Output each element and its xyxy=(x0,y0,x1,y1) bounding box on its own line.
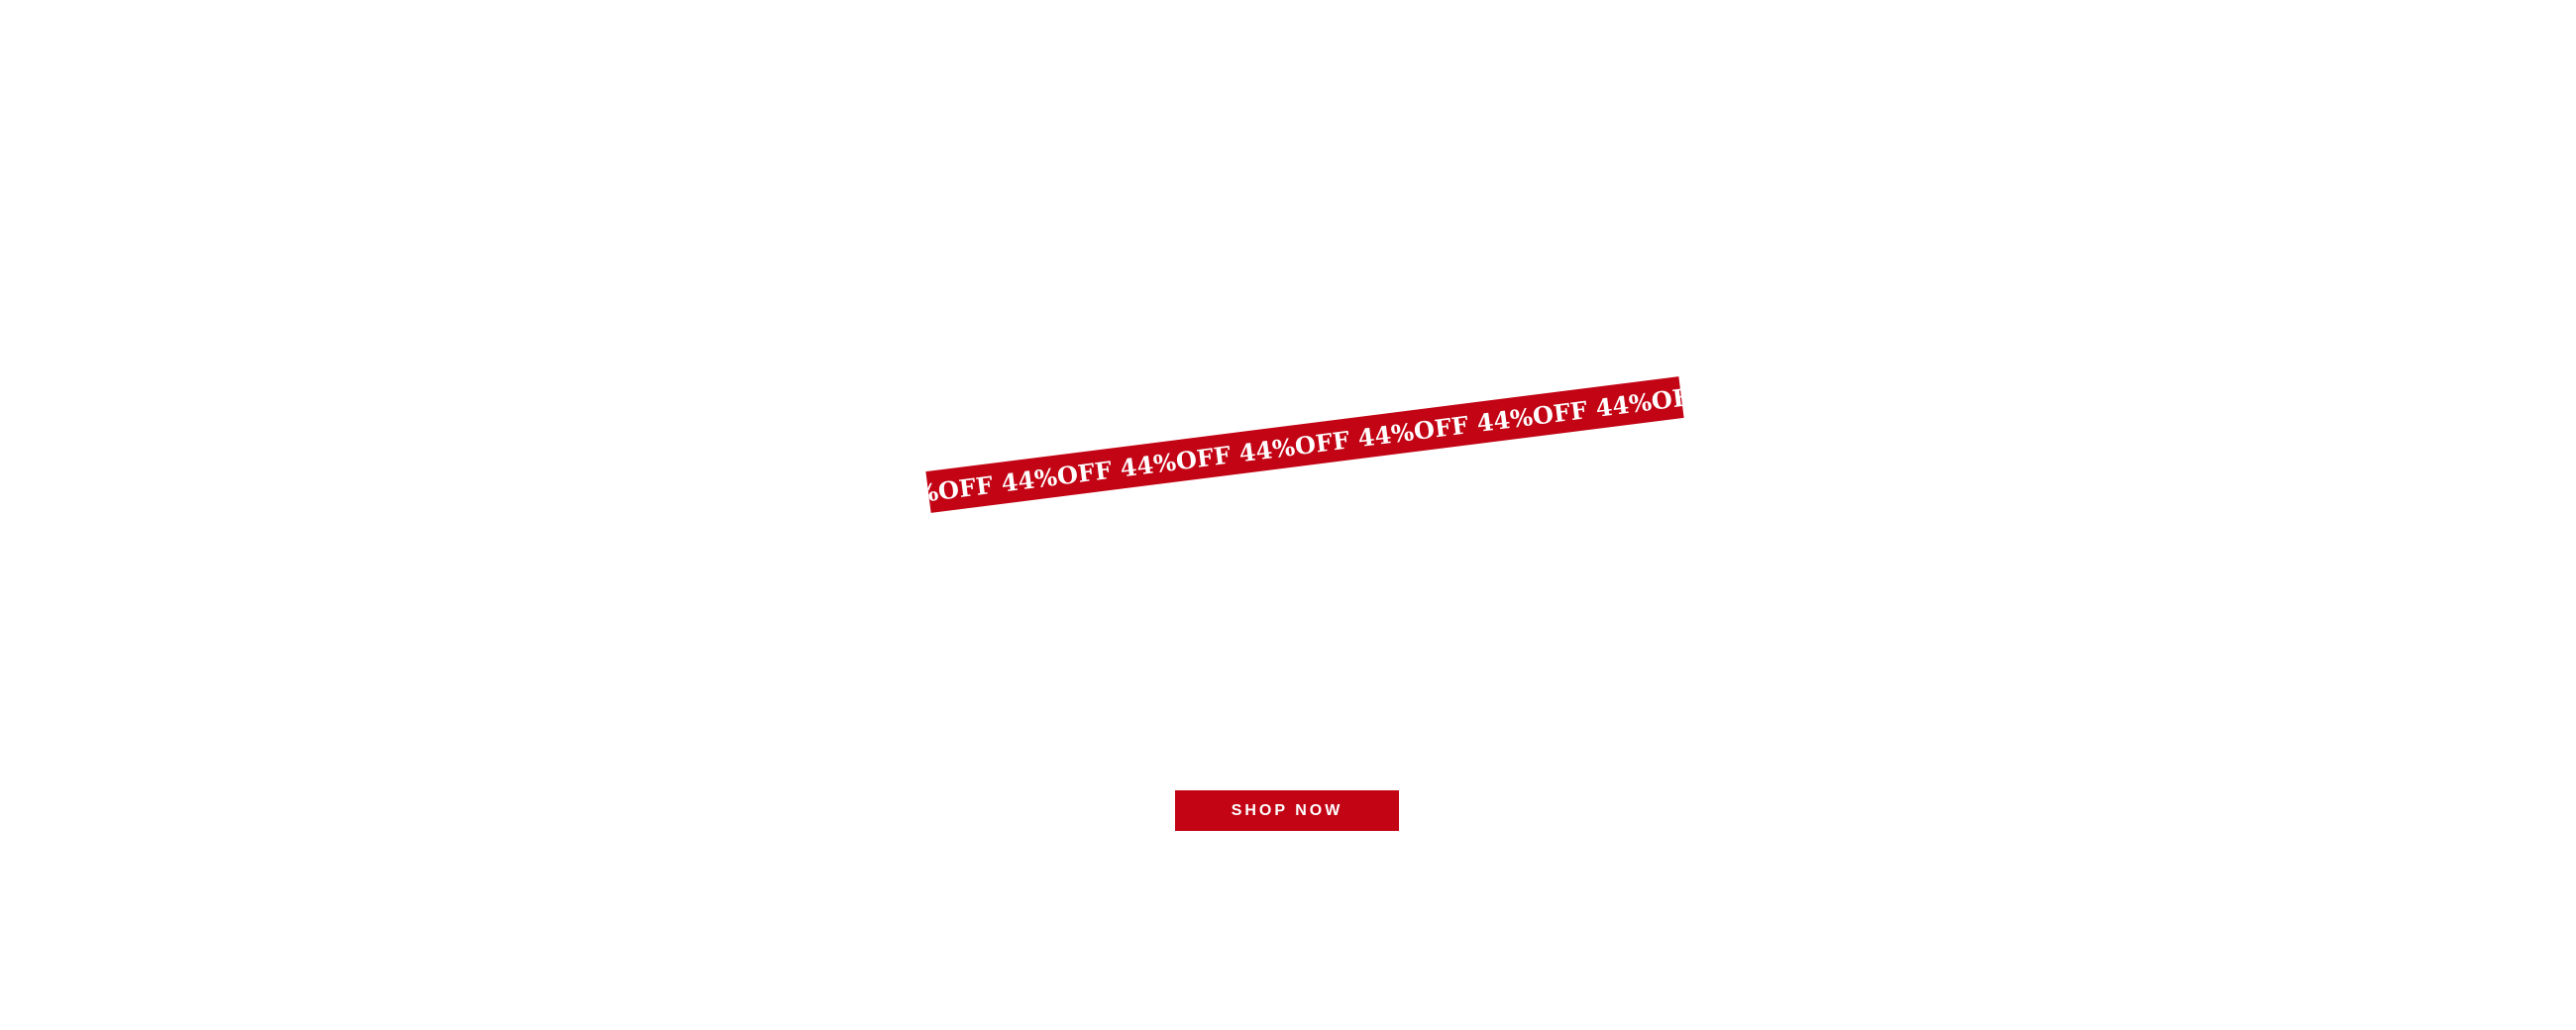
shop-now-label: SHOP NOW xyxy=(1231,801,1343,819)
shop-now-button[interactable]: SHOP NOW xyxy=(1175,790,1399,831)
promo-banner: 44%OFF 44%OFF 44%OFF 44%OFF 44%OFF 44%OF… xyxy=(925,376,1684,513)
promo-banner-text: 44%OFF 44%OFF 44%OFF 44%OFF 44%OFF 44%OF… xyxy=(925,376,1684,513)
